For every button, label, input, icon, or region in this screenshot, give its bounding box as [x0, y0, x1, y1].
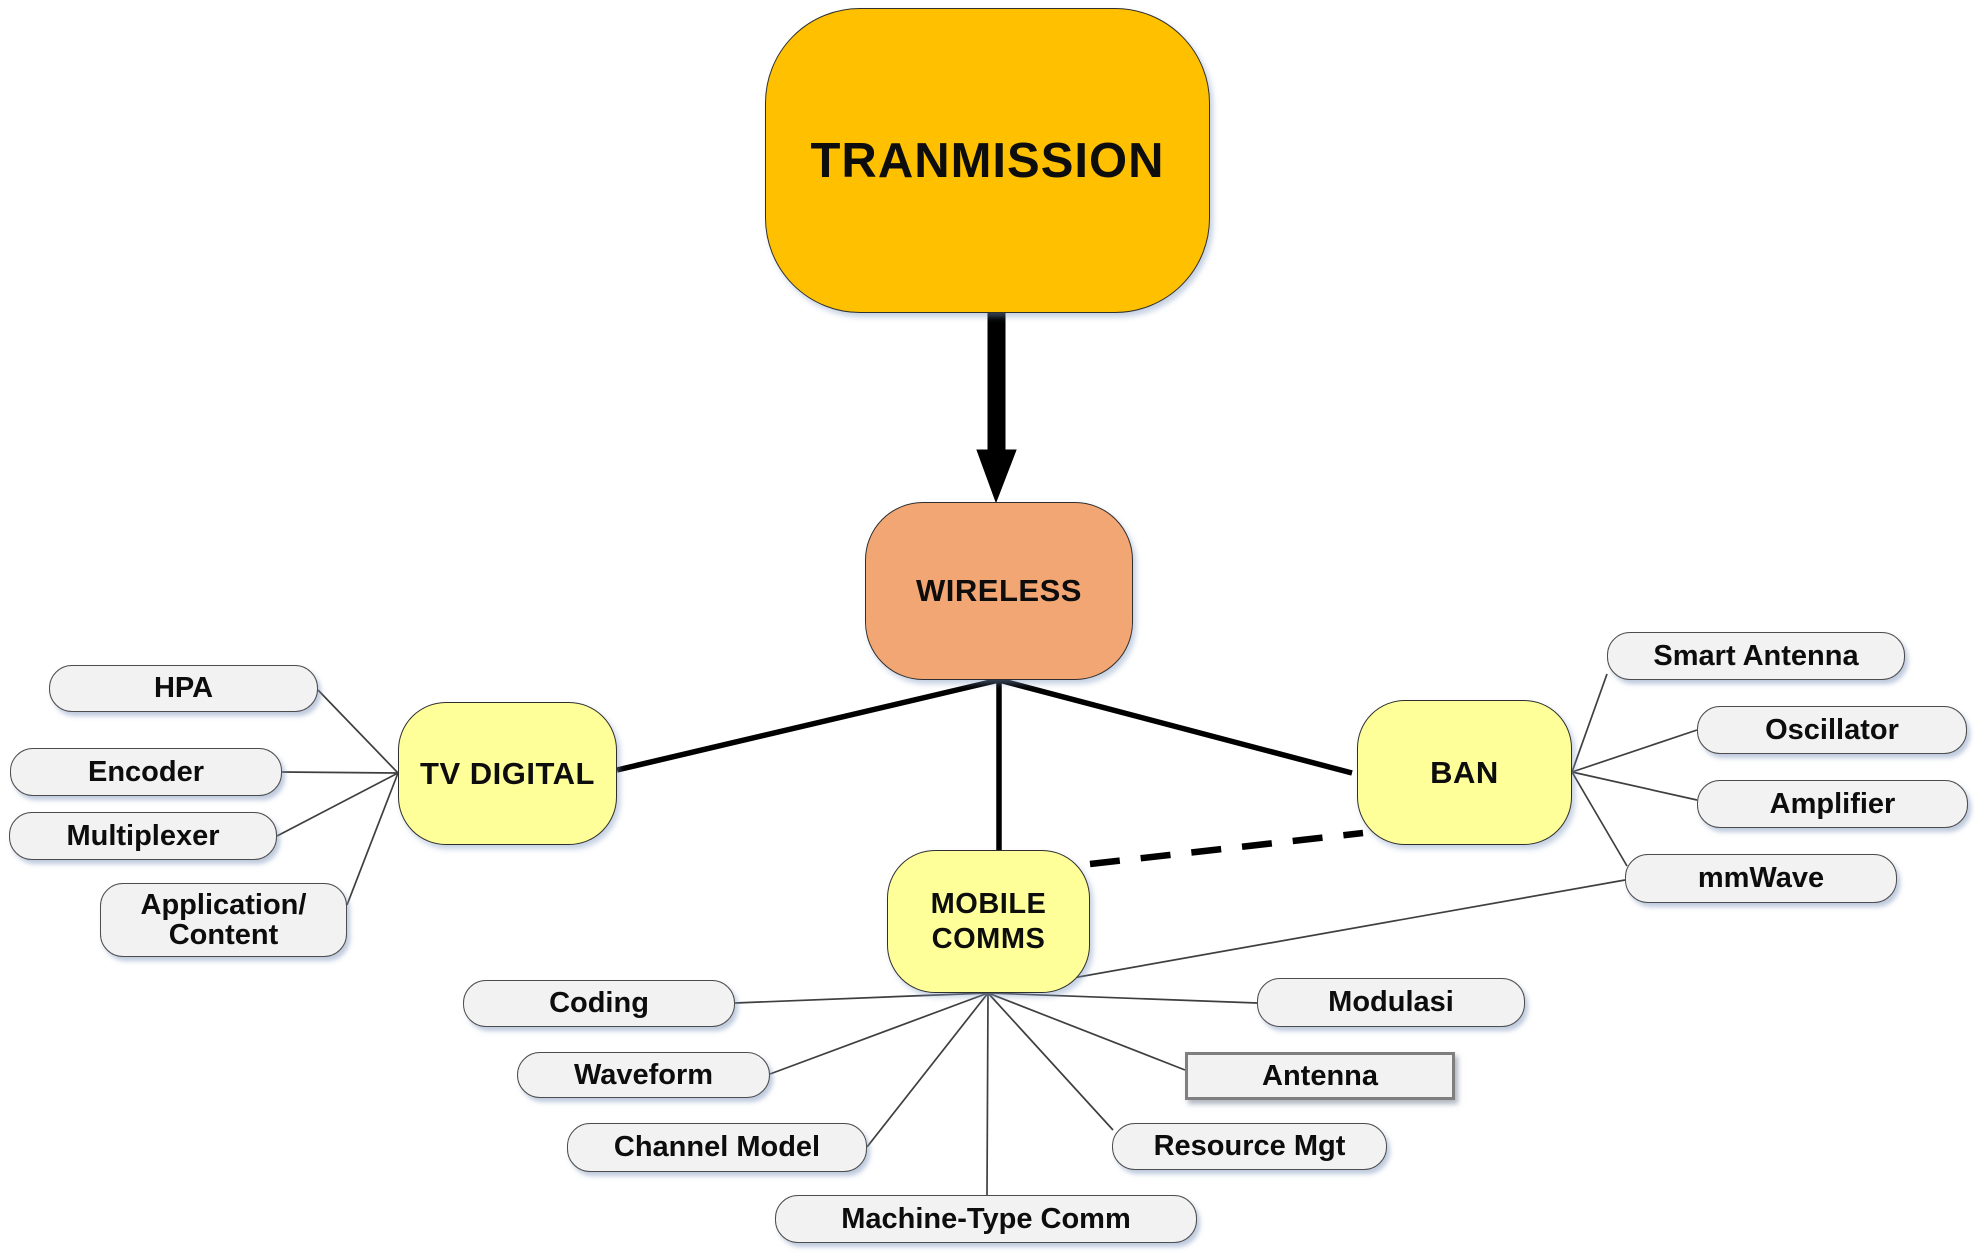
leaf-waveform: Waveform: [517, 1052, 770, 1098]
edge-mobile-waveform: [769, 992, 989, 1075]
edge-mobile-resourcemgt: [987, 992, 1114, 1131]
transmission-to-wireless-arrow: [976, 312, 1017, 504]
leaf-coding: Coding: [463, 980, 735, 1027]
edge-tvdigital-application: [346, 772, 399, 906]
leaf-modulasi-label: Modulasi: [1328, 986, 1454, 1018]
leaf-encoder: Encoder: [10, 748, 282, 796]
leaf-multiplexer: Multiplexer: [9, 812, 277, 860]
node-transmission-label: TRANMISSION: [810, 133, 1165, 188]
leaf-waveform-label: Waveform: [573, 1058, 714, 1091]
leaf-amplifier-label: Amplifier: [1769, 787, 1896, 820]
leaf-oscillator: Oscillator: [1697, 706, 1967, 754]
edge-ban-oscillator: [1571, 729, 1698, 773]
edge-ban-mmwave: [1571, 771, 1628, 867]
edge-wireless-ban: [998, 677, 1353, 776]
edge-mobile-ban-dashed: [1089, 829, 1364, 868]
leaf-application-content-label: Application/ Content: [140, 888, 307, 951]
edge-tvdigital-encoder: [281, 771, 399, 774]
edge-mobile-mmwave: [987, 879, 1626, 994]
leaf-mmwave-label: mmWave: [1697, 862, 1825, 894]
leaf-channel-model: Channel Model: [567, 1123, 867, 1172]
edge-ban-smartantenna: [1571, 673, 1608, 773]
node-wireless-label: WIRELESS: [916, 573, 1082, 608]
leaf-oscillator-label: Oscillator: [1765, 713, 1899, 746]
edge-tvdigital-hpa: [317, 689, 399, 774]
node-wireless: WIRELESS: [865, 502, 1133, 680]
leaf-hpa-label: HPA: [153, 672, 214, 704]
leaf-smart-antenna: Smart Antenna: [1607, 632, 1905, 680]
leaf-antenna-label: Antenna: [1262, 1059, 1378, 1092]
leaf-machine-type-comm-label: Machine-Type Comm: [841, 1202, 1131, 1235]
leaf-amplifier: Amplifier: [1697, 780, 1968, 828]
leaf-channel-model-label: Channel Model: [613, 1131, 821, 1163]
leaf-mmwave: mmWave: [1625, 854, 1897, 903]
edge-tvdigital-multiplexer: [276, 772, 399, 837]
leaf-coding-label: Coding: [549, 987, 649, 1019]
node-mobile-comms: MOBILE COMMS: [887, 850, 1090, 993]
leaf-modulasi: Modulasi: [1257, 978, 1525, 1027]
edge-mobile-modulasi: [987, 992, 1258, 1004]
leaf-antenna: Antenna: [1185, 1052, 1455, 1100]
leaf-application-content: Application/ Content: [100, 883, 347, 957]
node-ban-label: BAN: [1430, 754, 1499, 790]
leaf-multiplexer-label: Multiplexer: [66, 819, 220, 852]
edge-mobile-machinetype: [986, 992, 989, 1196]
edge-wireless-tvdigital: [616, 677, 1000, 773]
edge-ban-amplifier: [1571, 771, 1698, 801]
edge-mobile-antenna: [987, 992, 1186, 1071]
leaf-resource-mgt-label: Resource Mgt: [1153, 1130, 1346, 1162]
leaf-smart-antenna-label: Smart Antenna: [1653, 639, 1859, 672]
node-transmission: TRANMISSION: [765, 8, 1210, 313]
node-tv-digital-label: TV DIGITAL: [420, 755, 595, 791]
leaf-hpa: HPA: [49, 665, 318, 712]
node-mobile-comms-label: MOBILE COMMS: [930, 887, 1047, 955]
leaf-machine-type-comm: Machine-Type Comm: [775, 1195, 1197, 1243]
edge-mobile-channelmodel: [866, 992, 989, 1148]
node-ban: BAN: [1357, 700, 1572, 845]
leaf-encoder-label: Encoder: [87, 755, 205, 788]
node-tv-digital: TV DIGITAL: [398, 702, 617, 845]
edge-mobile-coding: [734, 992, 989, 1004]
leaf-resource-mgt: Resource Mgt: [1112, 1123, 1387, 1170]
